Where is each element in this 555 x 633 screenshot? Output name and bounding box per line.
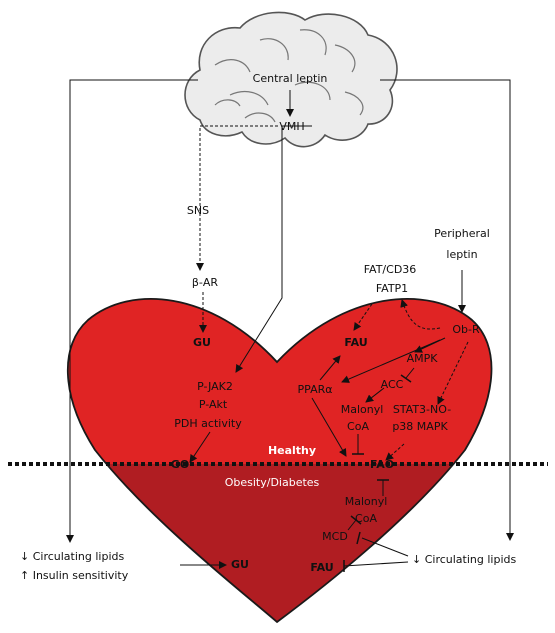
pdh-activity-label: PDH activity <box>174 417 242 430</box>
ob-r-label: Ob-R <box>452 323 480 336</box>
ppar-fao-arrow <box>311 397 347 457</box>
mcd-malonyl-bar <box>350 515 362 525</box>
obr-fatcd36-dotted <box>400 299 441 330</box>
mcd-label: MCD <box>322 530 348 543</box>
malonyl-coa-label-2: Malonyl <box>344 495 388 508</box>
sns-label: SNS <box>186 204 210 217</box>
vmh-pjak2-arrow <box>235 125 312 373</box>
ampk-acc-bar <box>400 374 412 383</box>
fat-cd36-label: FAT/CD36 <box>363 263 417 276</box>
peripheral-leptin-label-1: Peripheral <box>434 227 490 240</box>
gu-top-label: GU <box>193 336 211 349</box>
ppar-label: PPARα <box>297 383 333 396</box>
fatp1-label: FATP1 <box>375 282 409 295</box>
acc-malonyl-arrow <box>365 387 385 403</box>
coa-label-1: CoA <box>347 420 369 433</box>
heart-shape <box>66 298 493 624</box>
fatp1-fau-dotted <box>353 303 373 331</box>
circulating-lipids-left-label: ↓ Circulating lipids <box>20 550 125 563</box>
lipids-mcd-inhibit <box>361 537 409 557</box>
brain-illustration <box>184 11 398 148</box>
peripheral-leptin-label-2: leptin <box>446 248 478 261</box>
gu-bottom-label: GU <box>231 558 249 571</box>
coa-label-2: CoA <box>355 512 377 525</box>
ampk-label: AMPK <box>406 352 438 365</box>
beta-ar-label: β-AR <box>191 276 219 289</box>
right-outer-arrow <box>380 79 514 541</box>
left-outer-arrow <box>66 79 198 543</box>
stat3-fao-dotted <box>385 443 405 461</box>
pdh-go-arrow <box>189 431 211 463</box>
malonyl-coa-label-1: Malonyl <box>340 403 384 416</box>
central-leptin-label: Central leptin <box>252 72 328 85</box>
obesity-label: Obesity/Diabetes <box>224 476 320 489</box>
ppar-fau-arrow <box>319 355 341 381</box>
fao-label: FAO <box>369 458 395 471</box>
healthy-label: Healthy <box>267 444 317 457</box>
circulating-lipids-right-label: ↓ Circulating lipids <box>412 553 517 566</box>
lipids-mcd-bar <box>356 531 361 545</box>
fau-top-label: FAU <box>344 336 368 349</box>
stat3-label: STAT3-NO- <box>392 403 452 416</box>
acc-label: ACC <box>380 378 404 391</box>
lipids-fau-inhibit <box>343 561 409 567</box>
insulin-sensitivity-label: ↑ Insulin sensitivity <box>20 569 129 582</box>
p-akt-label: P-Akt <box>198 398 228 411</box>
go-label: GO <box>170 458 190 471</box>
mcd-malonyl-inhibit <box>347 519 357 531</box>
p38-label: p38 MAPK <box>392 420 448 433</box>
obr-stat3-dotted <box>437 341 469 405</box>
vmh-label: VMH <box>279 120 305 133</box>
obr-ppar-arrow <box>341 339 441 383</box>
ampk-acc-inhibit <box>405 367 415 379</box>
p-jak2-label: P-JAK2 <box>197 380 233 393</box>
fau-bottom-label: FAU <box>310 561 334 574</box>
vmh-sns-dotted <box>196 125 278 271</box>
